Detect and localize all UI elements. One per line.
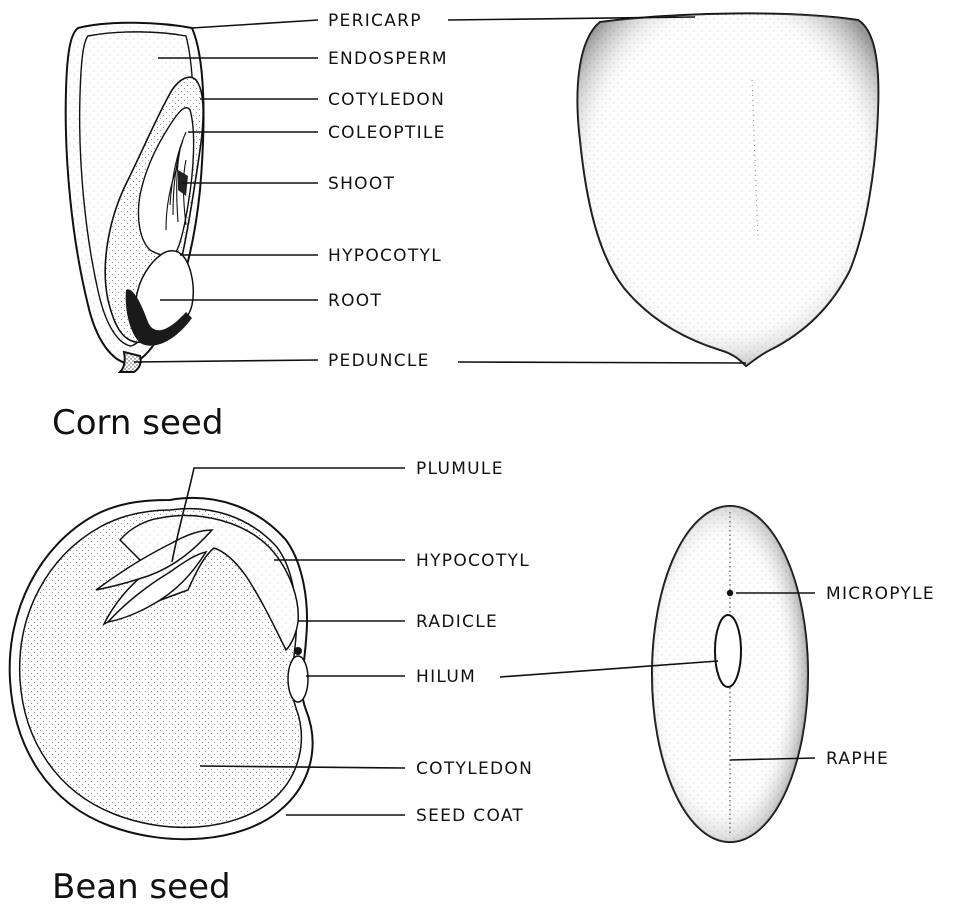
leader-peduncle-right [458, 362, 746, 363]
label-raphe: RAPHE [826, 749, 889, 769]
label-peduncle: PEDUNCLE [328, 351, 430, 371]
bean-radicle-tip [294, 647, 302, 655]
corn-seed-exterior [577, 13, 878, 366]
label-seed-coat: SEED COAT [416, 806, 524, 826]
label-hilum: HILUM [416, 667, 476, 687]
leader-pericarp-left [192, 20, 318, 28]
corn-exterior-shading [577, 13, 878, 366]
caption-corn-seed: Corn seed [52, 403, 223, 443]
label-micropyle: MICROPYLE [826, 584, 935, 604]
bean-seed-exterior [652, 506, 808, 842]
label-pericarp: PERICARP [328, 11, 422, 31]
label-root: ROOT [328, 291, 382, 311]
label-shoot: SHOOT [328, 174, 395, 194]
bean-micropyle-dot [727, 590, 733, 596]
label-plumule: PLUMULE [416, 459, 504, 479]
bean-seed-section [10, 498, 313, 839]
label-bean-cotyledon: COTYLEDON [416, 759, 533, 779]
label-corn-cotyledon: COTYLEDON [328, 90, 445, 110]
label-corn-hypocotyl: HYPOCOTYL [328, 246, 442, 266]
caption-bean-seed: Bean seed [52, 867, 231, 907]
label-radicle: RADICLE [416, 612, 498, 632]
bean-exterior-hilum [715, 615, 741, 687]
label-bean-hypocotyl: HYPOCOTYL [416, 551, 530, 571]
leader-peduncle-left [134, 360, 318, 362]
bean-hilum-shape [288, 656, 308, 702]
label-endosperm: ENDOSPERM [328, 49, 448, 69]
label-coleoptile: COLEOPTILE [328, 123, 446, 143]
corn-seed-section [66, 23, 204, 372]
